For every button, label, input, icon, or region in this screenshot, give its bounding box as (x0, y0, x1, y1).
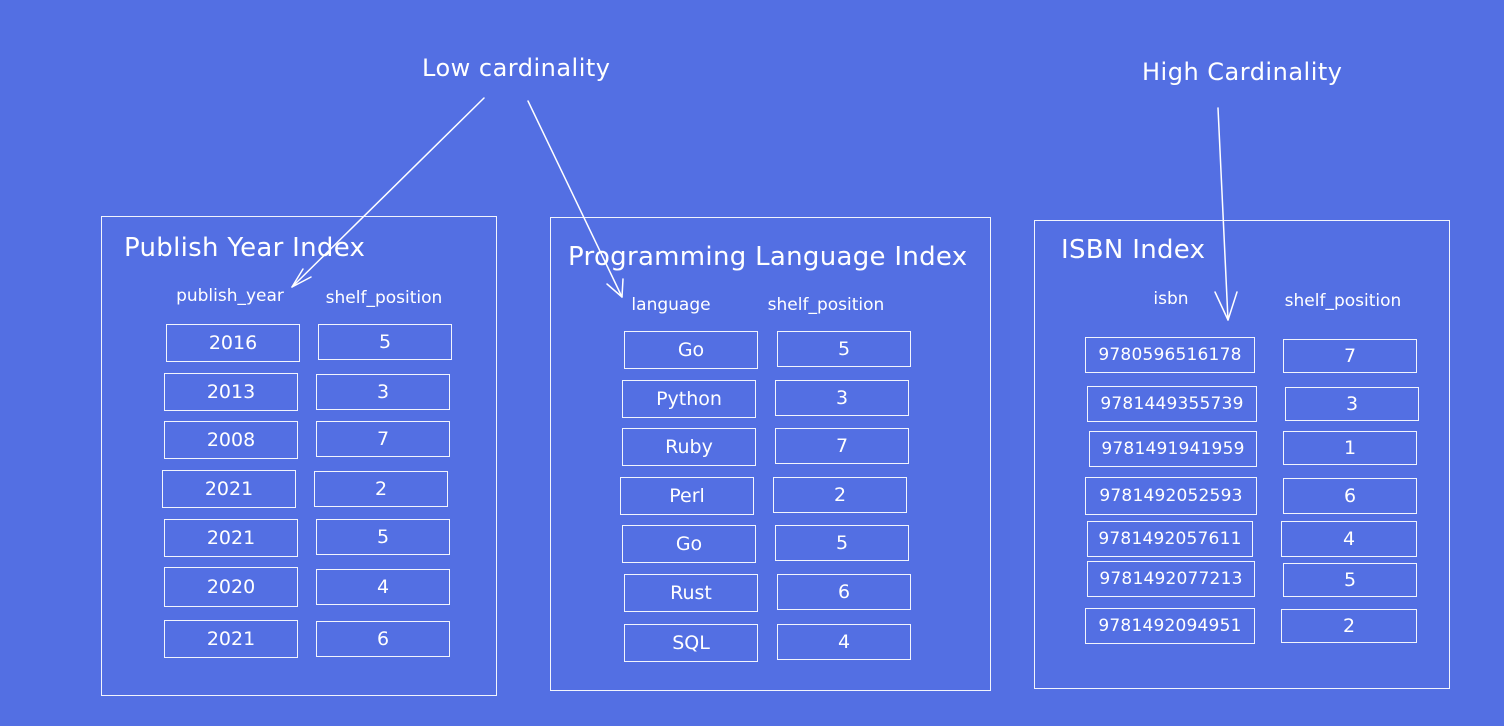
value-cell: 2 (773, 477, 907, 513)
key-cell: 9781491941959 (1089, 431, 1257, 467)
value-cell: 6 (777, 574, 911, 610)
key-cell: Python (622, 380, 756, 418)
value-cell: 7 (316, 421, 450, 457)
key-cell: 9781492094951 (1085, 608, 1255, 644)
value-column-header: shelf_position (1284, 291, 1402, 311)
key-cell: 2020 (164, 567, 298, 607)
key-cell: Perl (620, 477, 754, 515)
key-column-header: language (631, 295, 711, 315)
key-cell: 2016 (166, 324, 300, 362)
value-cell: 7 (775, 428, 909, 464)
value-cell: 4 (1281, 521, 1417, 557)
key-cell: 2021 (164, 519, 298, 557)
key-cell: 9780596516178 (1085, 337, 1255, 373)
key-cell: 2013 (164, 373, 298, 411)
key-cell: 9781492052593 (1085, 477, 1257, 515)
key-cell: 2008 (164, 421, 298, 459)
key-cell: 2021 (164, 620, 298, 658)
publish-year-index-panel: Publish Year Index publish_year shelf_po… (101, 216, 497, 696)
value-cell: 2 (1281, 609, 1417, 643)
value-cell: 1 (1283, 431, 1417, 465)
key-cell: 9781492077213 (1087, 561, 1255, 597)
key-cell: Ruby (622, 428, 756, 466)
key-cell: Rust (624, 574, 758, 612)
panel-title: Programming Language Index (568, 242, 968, 272)
value-cell: 2 (314, 471, 448, 507)
value-cell: 5 (316, 519, 450, 555)
programming-language-index-panel: Programming Language Index language shel… (550, 217, 991, 691)
high-cardinality-label: High Cardinality (1142, 58, 1343, 86)
value-cell: 5 (1283, 563, 1417, 597)
value-cell: 5 (318, 324, 452, 360)
low-cardinality-label: Low cardinality (422, 54, 611, 82)
key-column-header: isbn (1153, 289, 1189, 309)
value-cell: 4 (777, 624, 911, 660)
key-cell: Go (622, 525, 756, 563)
value-cell: 5 (775, 525, 909, 561)
value-cell: 3 (1285, 387, 1419, 421)
value-cell: 4 (316, 569, 450, 605)
value-cell: 6 (1283, 478, 1417, 514)
value-cell: 3 (775, 380, 909, 416)
panel-title: Publish Year Index (124, 233, 366, 263)
value-cell: 3 (316, 374, 450, 410)
key-cell: Go (624, 331, 758, 369)
value-column-header: shelf_position (325, 288, 443, 308)
value-column-header: shelf_position (767, 295, 885, 315)
value-cell: 6 (316, 621, 450, 657)
value-cell: 7 (1283, 339, 1417, 373)
key-cell: 9781492057611 (1087, 521, 1253, 557)
key-column-header: publish_year (176, 286, 284, 306)
key-cell: 2021 (162, 470, 296, 508)
key-cell: SQL (624, 624, 758, 662)
key-cell: 9781449355739 (1087, 386, 1257, 422)
isbn-index-panel: ISBN Index isbn shelf_position 978059651… (1034, 220, 1450, 689)
panel-title: ISBN Index (1061, 235, 1206, 265)
value-cell: 5 (777, 331, 911, 367)
